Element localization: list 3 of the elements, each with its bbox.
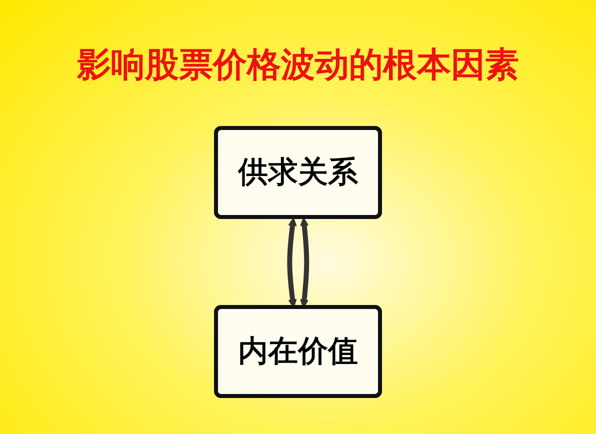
- arrow: [300, 218, 310, 308]
- diagram-title: 影响股票价格波动的根本因素: [76, 44, 520, 87]
- arrow: [287, 218, 297, 308]
